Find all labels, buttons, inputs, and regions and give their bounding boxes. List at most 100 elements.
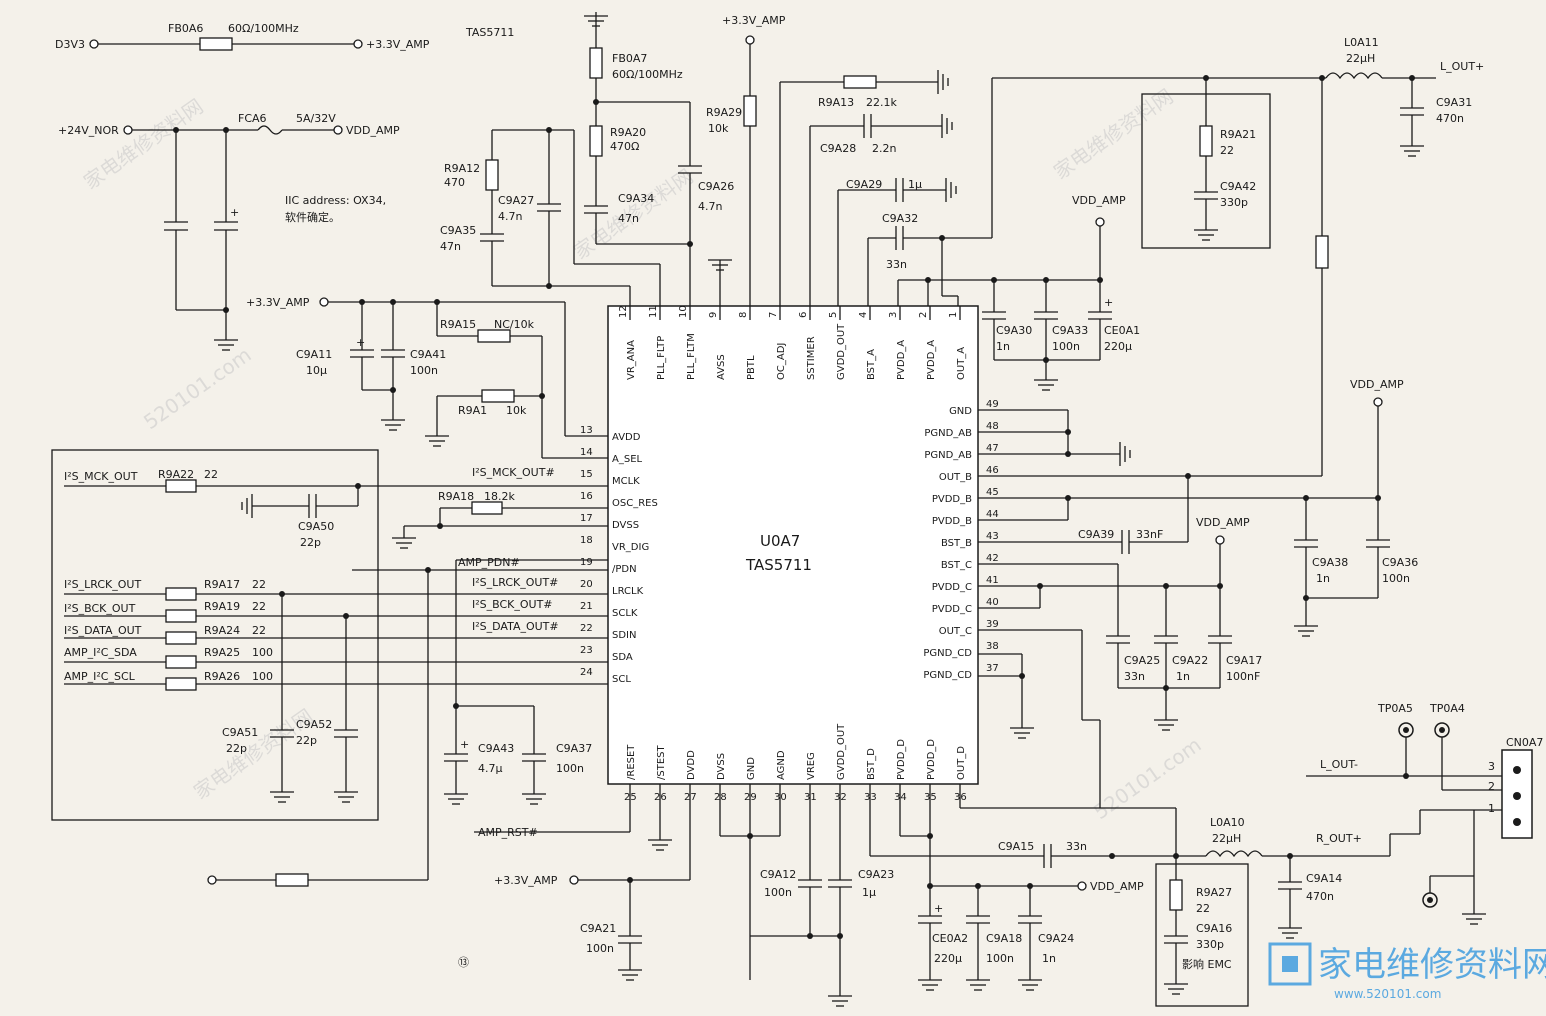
net-label-lout-minus: L_OUT- — [1320, 758, 1358, 771]
pin-name: AVSS — [716, 354, 727, 380]
note-iic-address: IIC address: OX34, — [285, 194, 386, 207]
pin-number: 11 — [648, 305, 659, 318]
label-conn-pin2: 2 — [1488, 780, 1495, 793]
label-c9a52-val: 22p — [296, 734, 317, 747]
pin-number: 3 — [888, 312, 899, 318]
pin-number: 37 — [986, 663, 999, 674]
logo-text: 家电维修资料网 — [1318, 945, 1546, 985]
pin-name: A_SEL — [612, 454, 643, 465]
watermark-text: 520101.com — [1089, 732, 1206, 824]
pin-name: OUT_B — [939, 472, 972, 483]
net-label-bck: I²S_BCK_OUT — [64, 602, 136, 615]
label-c9a21-val: 100n — [586, 942, 614, 955]
svg-text:+: + — [356, 336, 365, 349]
net-label-lrck-hash: I²S_LRCK_OUT# — [472, 576, 558, 589]
label-c9a36-val: 100n — [1382, 572, 1410, 585]
label-r9a27-val: 22 — [1196, 902, 1210, 915]
pin-name: DVDD — [686, 750, 697, 780]
label-ce0a1-val: 220μ — [1104, 340, 1132, 353]
label-c9a39-ref: C9A39 — [1078, 528, 1114, 541]
pll-filter-section: FB0A7 60Ω/100MHz C9A26 4.7n R9A20 470Ω C… — [440, 12, 1140, 391]
logo-icon-inner — [1282, 956, 1298, 972]
resistor-r9a20 — [589, 125, 603, 157]
label-c9a14-ref: C9A14 — [1306, 872, 1342, 885]
label-fb0a7-val: 60Ω/100MHz — [612, 68, 683, 81]
label-c9a39-val: 33nF — [1136, 528, 1163, 541]
power-input-section: D3V3 FB0A6 60Ω/100MHz +3.3V_AMP TAS5711 … — [55, 22, 514, 351]
label-c9a31-val: 470n — [1436, 112, 1464, 125]
net-label-v33amp-2: +3.3V_AMP — [246, 296, 310, 309]
label-c9a15-val: 33n — [1066, 840, 1087, 853]
net-label-rout-plus: R_OUT+ — [1316, 832, 1362, 845]
net-label-bck-hash: I²S_BCK_OUT# — [472, 598, 553, 611]
pin-name: VR_ANA — [626, 340, 637, 380]
svg-text:+: + — [934, 902, 943, 915]
pin-number: 15 — [580, 469, 593, 480]
resistor-l-out-series — [1315, 235, 1329, 269]
label-c9a23-val: 1μ — [862, 886, 876, 899]
pin-number: 4 — [858, 312, 869, 318]
avdd-supply-section: +3.3V_AMP + C9A11 10μ C9A41 100n R9A15 N… — [246, 296, 608, 459]
pin-number: 6 — [798, 312, 809, 318]
pin-number: 45 — [986, 487, 999, 498]
label-fca6-val: 5A/32V — [296, 112, 336, 125]
net-label-v33amp-3: +3.3V_AMP — [722, 14, 786, 27]
pin-name: PVDD_B — [932, 516, 972, 527]
label-c9a14-val: 470n — [1306, 890, 1334, 903]
label-c9a52-ref: C9A52 — [296, 718, 332, 731]
pin-name: GVDD_OUT — [836, 723, 847, 780]
label-c9a18-val: 100n — [986, 952, 1014, 965]
label-c9a41-ref: C9A41 — [410, 348, 446, 361]
label-c9a29-val: 1μ — [908, 178, 922, 191]
pin-name: VR_DIG — [612, 542, 649, 553]
label-c9a30-val: 1n — [996, 340, 1010, 353]
resistor-r9a18 — [471, 501, 503, 515]
label-c9a17-val: 100nF — [1226, 670, 1260, 683]
net-label-lout-plus: L_OUT+ — [1440, 60, 1484, 73]
label-emc-note: 影响 EMC — [1182, 958, 1232, 971]
label-c9a35-val: 47n — [440, 240, 461, 253]
pin-name: SDIN — [612, 630, 636, 641]
net-label-d3v3: D3V3 — [55, 38, 85, 51]
pin-name: OUT_C — [939, 626, 972, 637]
net-label-24v: +24V_NOR — [58, 124, 119, 137]
net-label-vddamp-5: VDD_AMP — [1090, 880, 1144, 893]
label-c9a35-ref: C9A35 — [440, 224, 476, 237]
label-c9a23-ref: C9A23 — [858, 868, 894, 881]
pin-name: PVDD_D — [896, 739, 907, 780]
label-c9a32-ref: C9A32 — [882, 212, 918, 225]
pin-name: /RESET — [626, 744, 637, 780]
resistor-r9a1 — [481, 389, 515, 403]
net-label-sda: AMP_I²C_SDA — [64, 646, 137, 659]
label-c9a27-val: 4.7n — [498, 210, 522, 223]
label-fb0a6-val: 60Ω/100MHz — [228, 22, 299, 35]
label-c9a26-ref: C9A26 — [698, 180, 734, 193]
fuse-fca6 — [257, 125, 283, 135]
label-c9a42-val: 330p — [1220, 196, 1248, 209]
label-c9a22-ref: C9A22 — [1172, 654, 1208, 667]
label-r9a18-val: 18.2k — [484, 490, 515, 503]
pin-name: SDA — [612, 652, 633, 663]
label-c9a16-val: 330p — [1196, 938, 1224, 951]
pin-name: PGND_AB — [924, 428, 972, 439]
page-number-marker: ⑬ — [458, 956, 469, 969]
pin-number: 20 — [580, 579, 593, 590]
resistor-r9a19 — [165, 609, 197, 623]
label-r9a19-val: 22 — [252, 600, 266, 613]
label-c9a51-val: 22p — [226, 742, 247, 755]
svg-text:+: + — [230, 206, 239, 219]
label-r9a17-val: 22 — [252, 578, 266, 591]
net-label-data-hash: I²S_DATA_OUT# — [472, 620, 559, 633]
label-c9a12-ref: C9A12 — [760, 868, 796, 881]
label-l0a11-ref: L0A11 — [1344, 36, 1379, 49]
pin-name: AVDD — [612, 432, 641, 443]
pin-number: 16 — [580, 491, 593, 502]
pin-number: 41 — [986, 575, 999, 586]
label-r9a13-val: 22.1k — [866, 96, 897, 109]
label-r9a29-ref: R9A29 — [706, 106, 742, 119]
pin-number: 24 — [580, 667, 593, 678]
pin-number: 47 — [986, 443, 999, 454]
pin-name: PVDD_C — [932, 582, 972, 593]
pin-number: 7 — [768, 312, 779, 318]
pin-number: 17 — [580, 513, 593, 524]
